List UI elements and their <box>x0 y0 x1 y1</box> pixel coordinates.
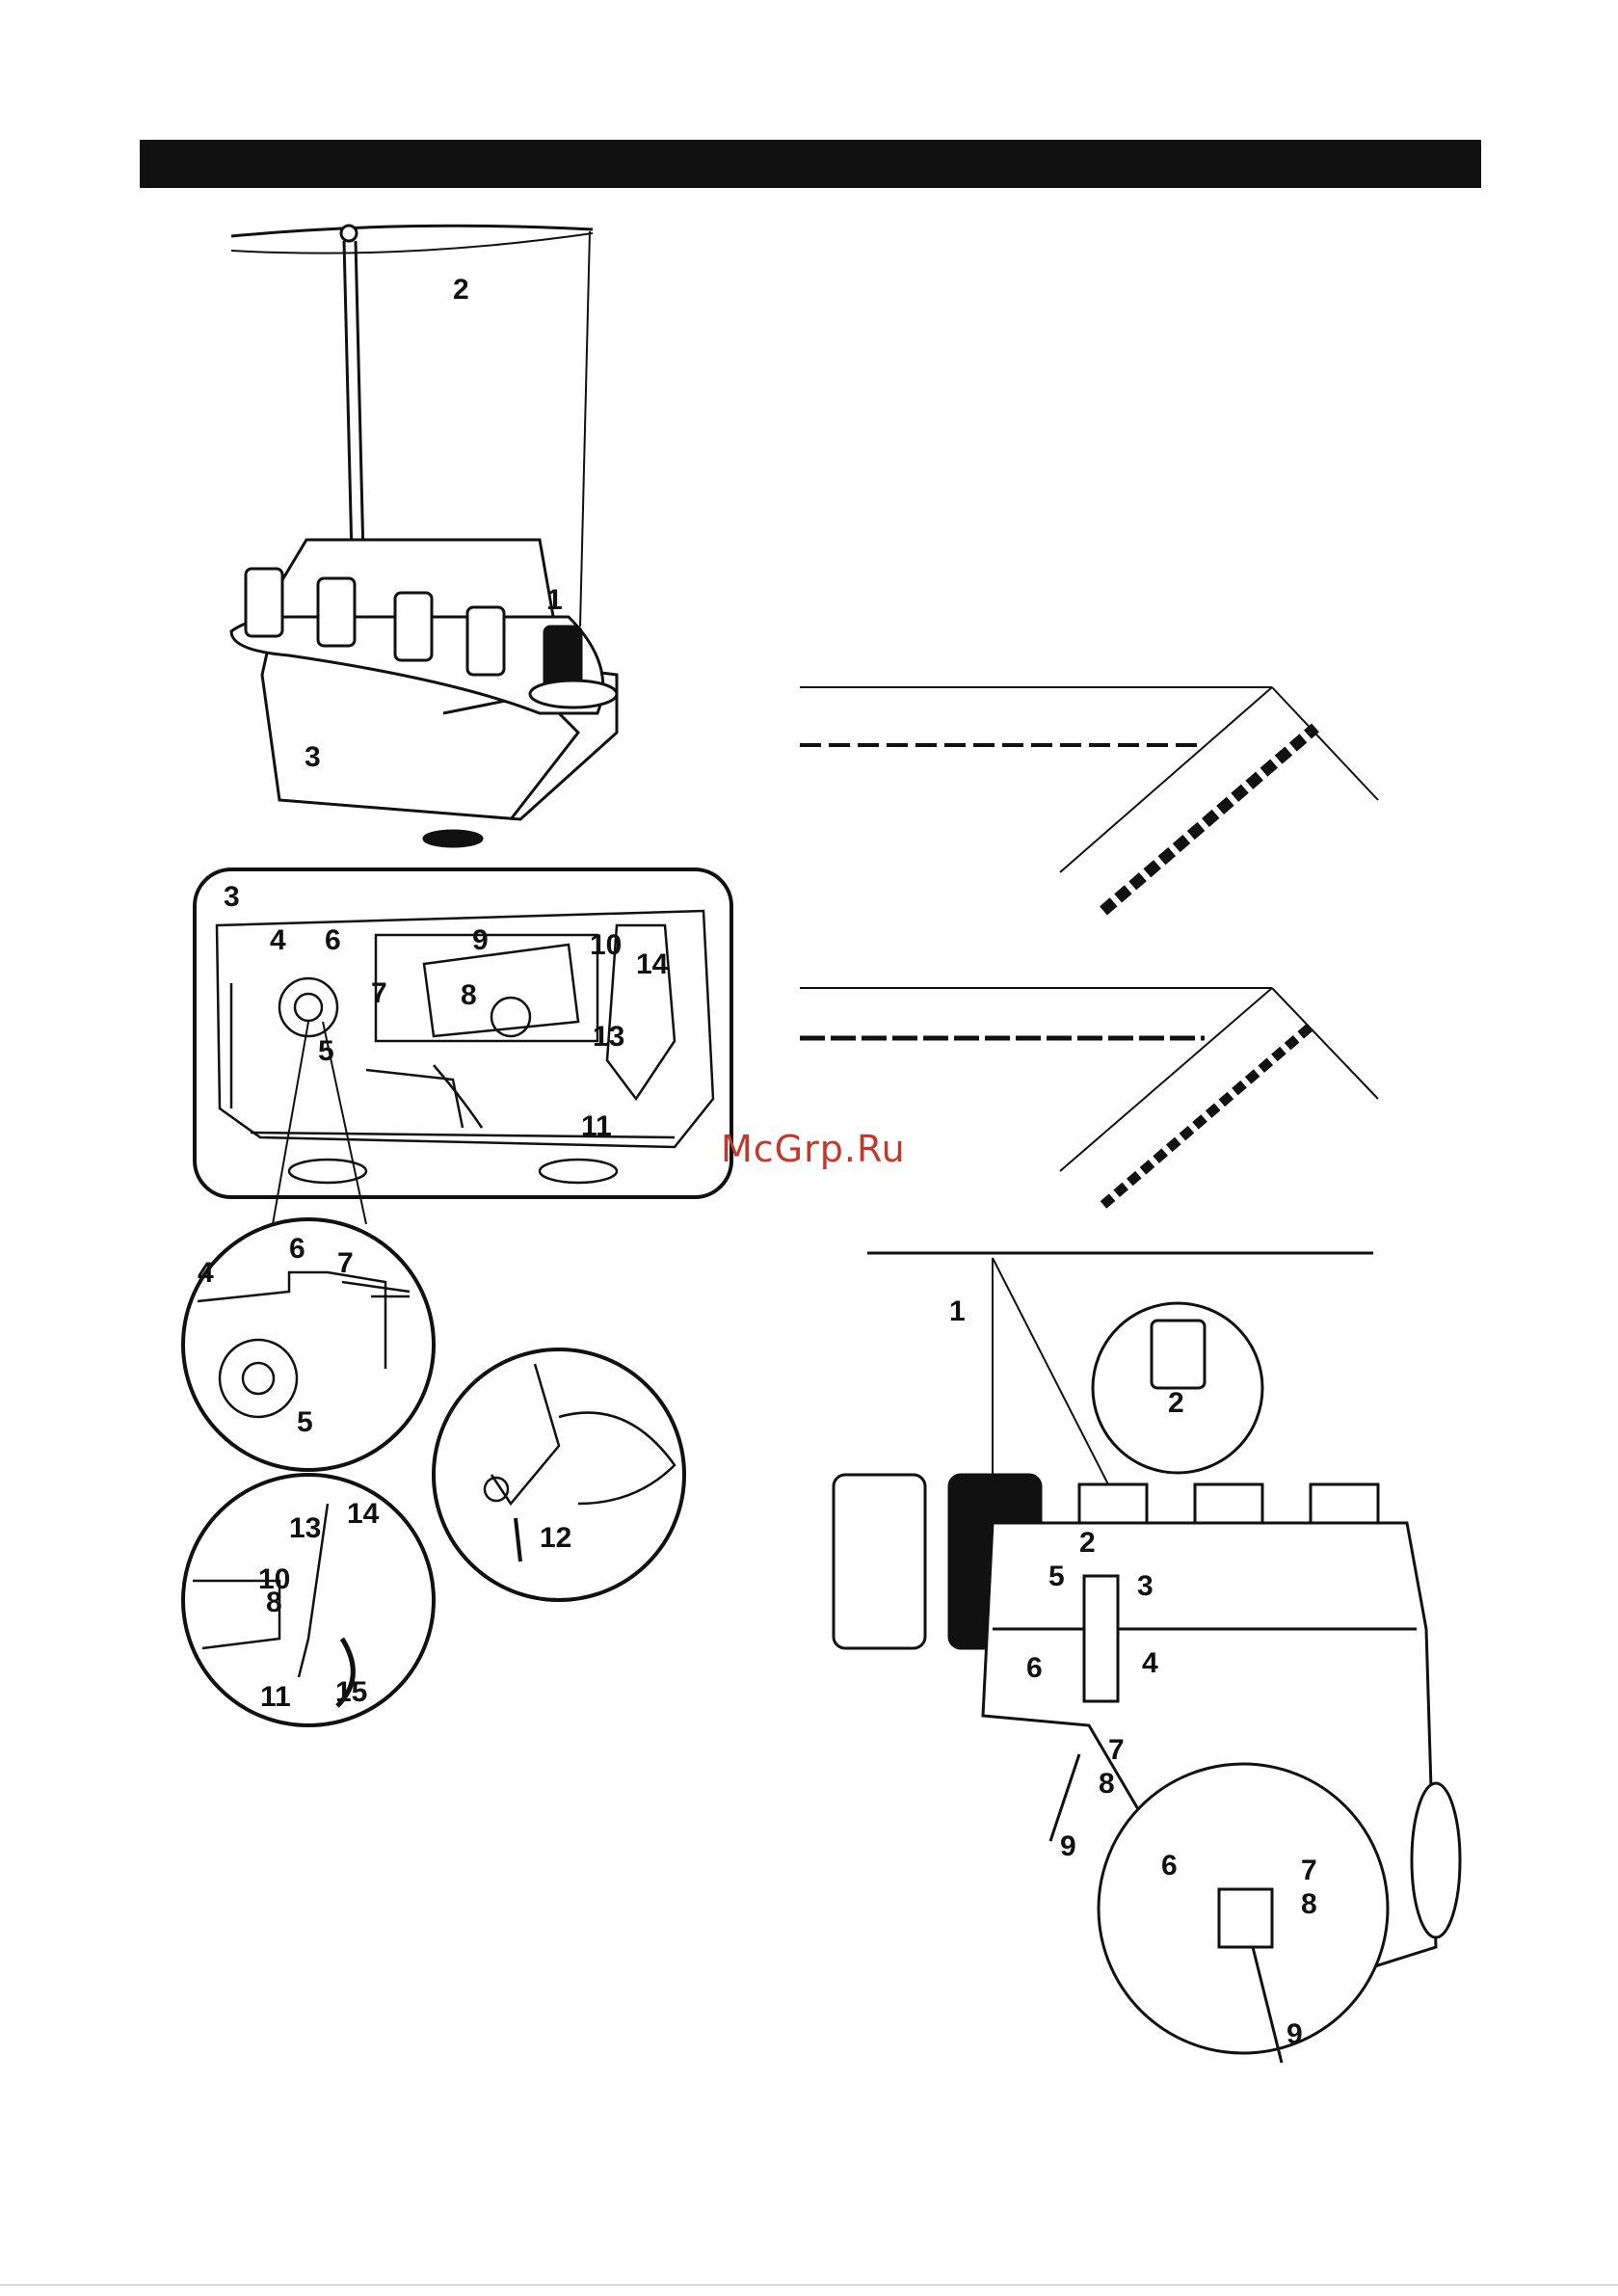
label-6: 6 <box>1026 1652 1043 1684</box>
label-5: 5 <box>1048 1561 1065 1592</box>
page-footer-line <box>0 2284 1618 2285</box>
label-9b: 9 <box>1286 2018 1303 2050</box>
label-3: 3 <box>1137 1570 1154 1602</box>
label-7: 7 <box>1108 1734 1125 1766</box>
label-1: 1 <box>949 1295 966 1327</box>
label-8: 8 <box>1099 1768 1115 1800</box>
label-4: 4 <box>1142 1647 1158 1679</box>
label-6b: 6 <box>1161 1850 1178 1882</box>
label-9: 9 <box>1060 1830 1076 1862</box>
label-8b: 8 <box>1301 1888 1317 1920</box>
label-2: 2 <box>1168 1387 1184 1419</box>
label-7b: 7 <box>1301 1855 1317 1886</box>
label-2b: 2 <box>1079 1527 1096 1559</box>
